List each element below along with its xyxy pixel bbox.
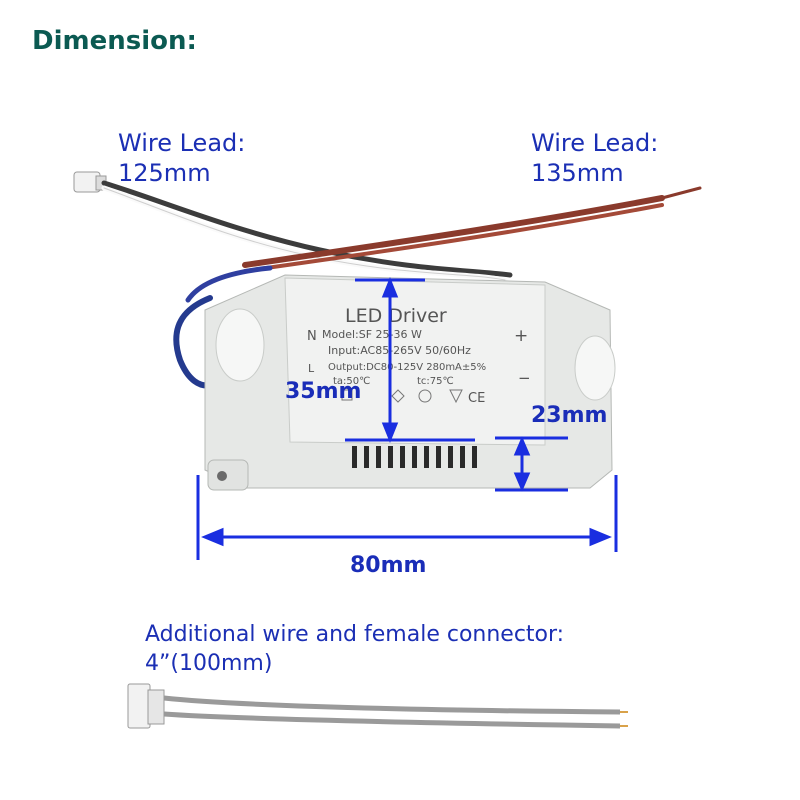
page-title: Dimension: <box>32 26 197 56</box>
height-arrow-down-icon <box>381 422 399 444</box>
driver-l-terminal: L <box>308 362 315 375</box>
depth-arrow-down-icon <box>513 472 531 492</box>
driver-plus-terminal: + <box>514 326 528 346</box>
driver-model: Model:SF 25-36 W <box>322 328 422 341</box>
cert-triangle-icon <box>449 389 463 404</box>
cert-circle-icon <box>418 389 432 403</box>
additional-connector-line1: Additional wire and female connector: <box>145 622 565 647</box>
driver-minus-terminal: − <box>518 369 531 387</box>
width-arrow-left-icon <box>201 527 224 547</box>
vent-slots <box>352 446 477 468</box>
cert-square-icon <box>341 389 353 401</box>
led-driver-housing: LED Driver Model:SF 25-36 W Input:AC85-2… <box>204 274 616 491</box>
ce-mark: CE <box>468 391 485 406</box>
wire-lead-right-label: Wire Lead: <box>531 129 659 157</box>
driver-name: LED Driver <box>345 305 447 327</box>
wire-lead-left-label: Wire Lead: <box>118 129 246 157</box>
width-arrow-right-icon <box>589 527 612 547</box>
height-dimension-label: 35mm <box>285 379 362 404</box>
depth-arrow-up-icon <box>513 436 531 456</box>
additional-connector-caption: Additional wire and female connector: 4”… <box>145 620 564 678</box>
wire-lead-left-value: 125mm <box>118 159 211 187</box>
driver-ta: ta:50℃ <box>333 376 370 387</box>
top-connector <box>73 171 107 193</box>
driver-input: Input:AC85-265V 50/60Hz <box>328 344 471 357</box>
height-arrow-up-icon <box>381 276 399 298</box>
wire-bundle <box>101 180 702 389</box>
wire-lead-right-value: 135mm <box>531 159 624 187</box>
depth-dimension-label: 23mm <box>531 403 608 428</box>
additional-connector-illustration <box>127 683 628 729</box>
wire-lead-left-caption: Wire Lead: 125mm <box>118 128 245 188</box>
driver-tc: tc:75℃ <box>417 376 454 387</box>
driver-label-text: LED Driver Model:SF 25-36 W Input:AC85-2… <box>307 305 531 406</box>
driver-output: Output:DC80-125V 280mA±5% <box>328 362 486 373</box>
wire-lead-right-caption: Wire Lead: 135mm <box>531 128 658 188</box>
driver-n-terminal: N <box>307 329 317 344</box>
additional-connector-line2: 4”(100mm) <box>145 651 273 676</box>
dimension-lines <box>196 276 618 560</box>
width-dimension-label: 80mm <box>350 553 427 578</box>
cert-diamond-icon <box>391 389 405 403</box>
